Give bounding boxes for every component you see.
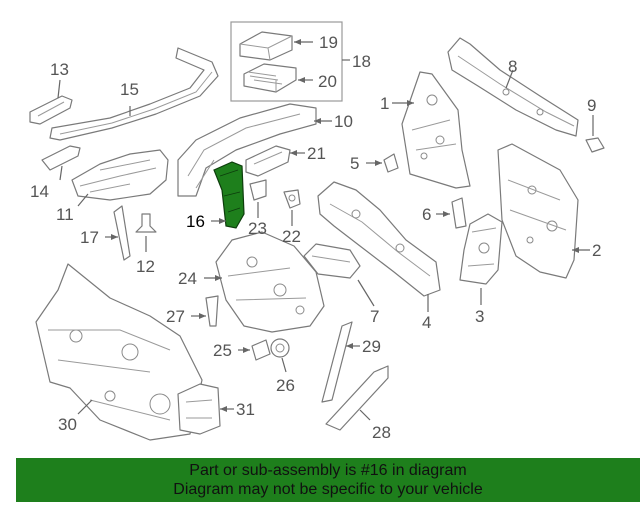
callout-21: 21 [307,144,326,163]
callout-1: 1 [380,94,389,113]
part-7-bracket [303,243,375,307]
callout-29: 29 [362,337,381,356]
part-6-bracket [436,197,467,229]
part-28-brace [325,365,389,431]
part-7-frame-rail [317,181,441,312]
part-3-inner-panel [459,213,503,305]
part-2-side-panel [497,143,590,279]
notice-line-part: Part or sub-assembly is #16 in diagram [189,462,467,479]
part-30-firewall [35,263,203,441]
part-24-dash-panel [204,231,325,333]
callout-26: 26 [276,376,295,395]
callout-13: 13 [50,60,69,79]
callout-15: 15 [120,80,139,99]
callout-23: 23 [248,219,267,238]
part-5-clip [366,153,399,173]
callout-27: 27 [166,307,185,326]
part-11-cowl-panel [71,149,169,207]
callout-24: 24 [178,269,197,288]
callout-17: 17 [80,228,99,247]
callout-7: 7 [370,307,379,326]
part-25-clip [238,339,271,361]
callout-3: 3 [475,307,484,326]
callout-4: 4 [422,313,431,332]
part-27-bracket [191,295,219,327]
part-17-strip [105,205,131,261]
callout-11: 11 [56,205,74,224]
part-29-strip [321,321,360,403]
part-23-bracket [249,179,267,218]
callout-5: 5 [350,154,359,173]
callout-16: 16 [186,212,205,231]
part-8-cross-member [447,37,579,137]
part-10-dash-duct [177,103,332,197]
parts-diagram: 19 18 20 13 15 10 21 14 11 16 23 22 17 1… [29,21,605,442]
callout-28: 28 [372,423,391,442]
part-9-clip [585,115,605,153]
part-13-bracket [29,79,73,125]
callout-31: 31 [236,400,255,419]
callout-12: 12 [136,257,155,276]
part-18-filter-group [230,21,350,102]
callout-30: 30 [58,415,77,434]
callout-8: 8 [508,57,517,76]
callout-20: 20 [318,72,337,91]
callout-14: 14 [30,182,49,201]
part-22-clip [283,189,301,226]
callout-2: 2 [592,241,601,260]
notice-line-disclaimer: Diagram may not be specific to your vehi… [173,481,483,498]
part-1-side-panel [392,71,471,189]
part-14-clip [41,145,81,181]
callout-9: 9 [587,96,596,115]
part-31-bracket [177,383,234,435]
callout-25: 25 [213,341,232,360]
part-12-clip [135,213,157,252]
callout-22: 22 [282,227,301,246]
callout-10: 10 [334,112,353,131]
callout-6: 6 [422,205,431,224]
part-15-rail [49,47,219,141]
callout-18: 18 [352,52,371,71]
callout-19: 19 [319,33,338,52]
part-26-grommet [270,338,290,373]
part-21-bracket [245,145,305,177]
notice-banner: Part or sub-assembly is #16 in diagram D… [16,458,640,502]
part-16-reinforcement-highlighted [211,161,245,229]
